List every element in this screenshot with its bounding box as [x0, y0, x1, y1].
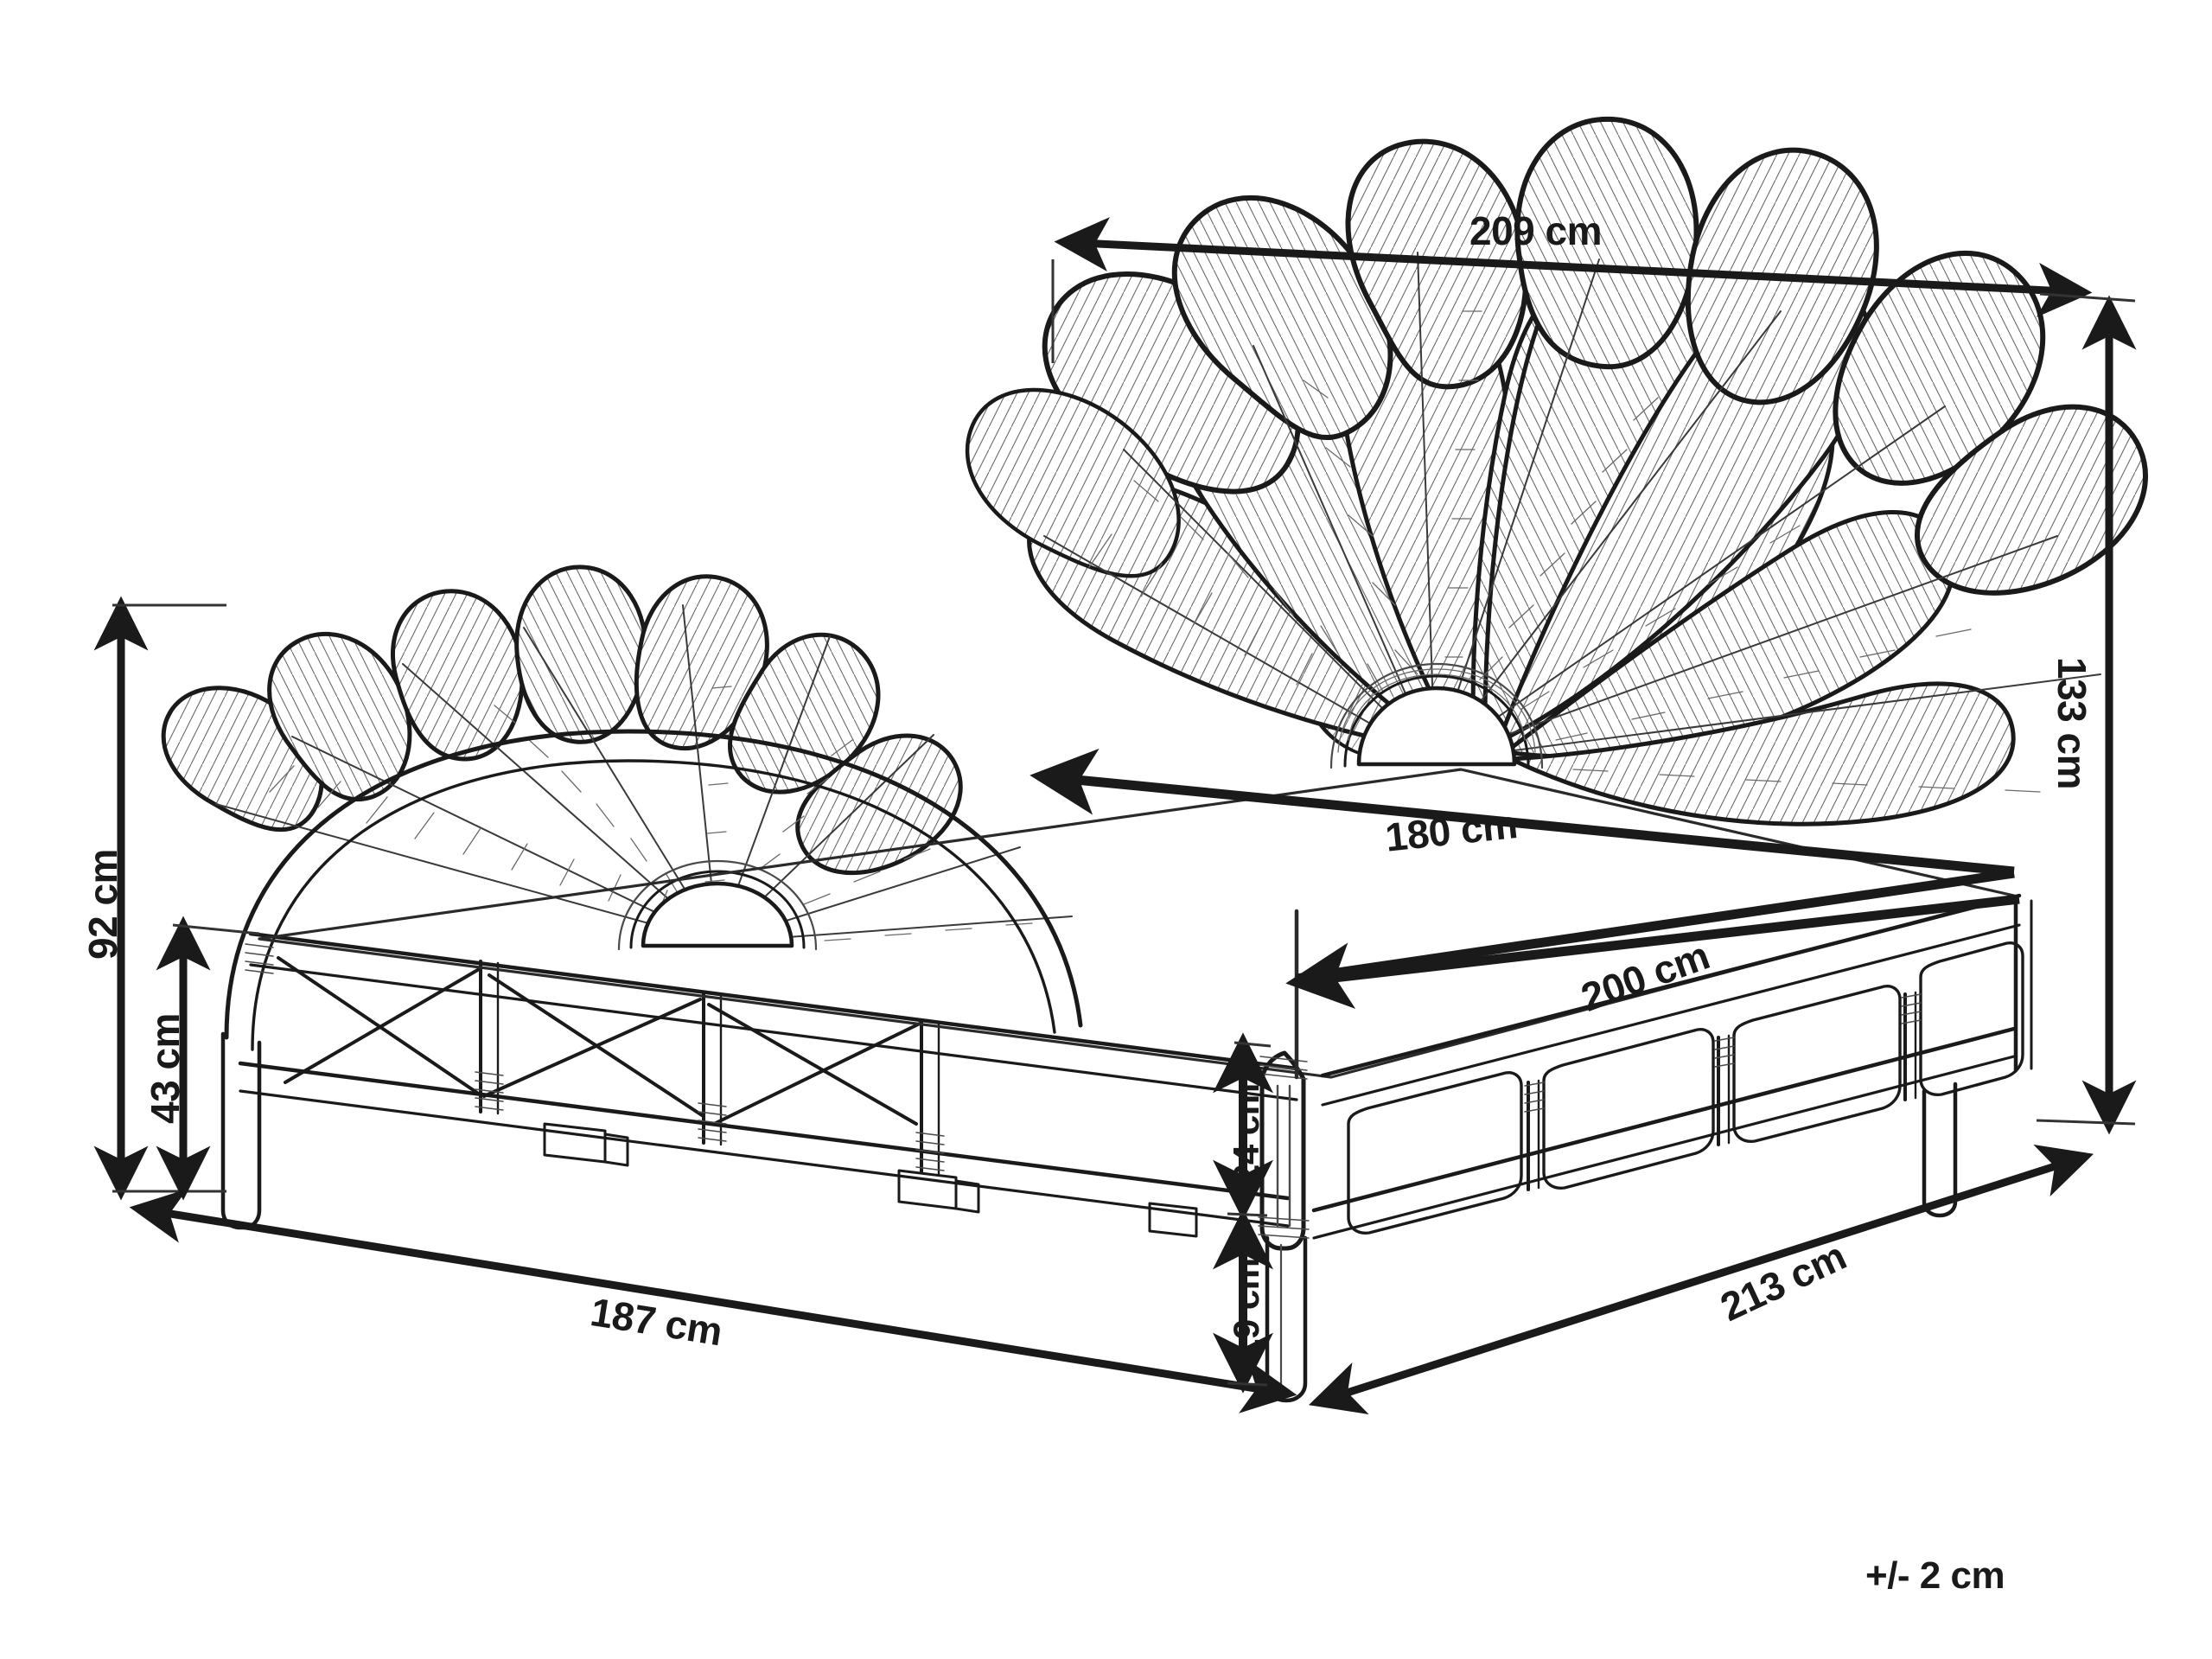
- footboard-top-rail: [248, 931, 1299, 1101]
- dim-43-extensions: [172, 923, 260, 935]
- dim-200-line-extension: [1296, 868, 2015, 984]
- dim-187-line: [129, 1189, 1297, 1413]
- dim-label-43: 43 cm: [143, 1013, 188, 1124]
- dim-213-line: [1308, 1144, 2094, 1415]
- dim-200-line: [1285, 894, 2020, 1009]
- footboard-fan-hub: [617, 859, 818, 951]
- bed-frame: [220, 729, 2033, 1403]
- side-rail-posts: [1527, 991, 1917, 1191]
- dim-label-24: 24 cm: [1226, 1083, 1266, 1184]
- footboard-arch: [224, 729, 1083, 1051]
- footboard-cross-braces: [277, 956, 921, 1126]
- dim-209-line: [1054, 217, 2093, 317]
- foot-corner-leg: [1265, 1235, 1308, 1403]
- footboard-crown-petals: [161, 565, 963, 876]
- dim-133-extensions: [2036, 292, 2136, 1126]
- footboard-spindles: [479, 960, 940, 1176]
- centre-support-feet: [543, 1122, 1198, 1238]
- dim-24-19-extensions: [1227, 1041, 1272, 1387]
- dim-label-133: 133 cm: [2049, 657, 2094, 790]
- headboard-mid-petals: [965, 387, 1181, 578]
- dimension-lines: [93, 217, 2137, 1415]
- dim-180-line: [1030, 748, 2015, 877]
- footboard-bindings: [245, 943, 945, 1171]
- side-rail-bindings: [1524, 993, 1922, 1113]
- tolerance-note: +/- 2 cm: [1865, 1554, 2005, 1597]
- dim-label-209: 209 cm: [1469, 208, 1603, 253]
- headboard-petal-fan: [965, 116, 2148, 826]
- dim-label-19: 19 cm: [1226, 1258, 1266, 1359]
- footboard-lower-rail: [238, 1061, 1291, 1228]
- dim-label-92: 92 cm: [80, 849, 125, 960]
- side-rail-panels: [1347, 941, 2024, 1235]
- rear-right-post: [2013, 899, 2033, 1073]
- footboard-petal-fan: [161, 565, 1073, 951]
- headboard-fan-hub: [1329, 662, 1544, 769]
